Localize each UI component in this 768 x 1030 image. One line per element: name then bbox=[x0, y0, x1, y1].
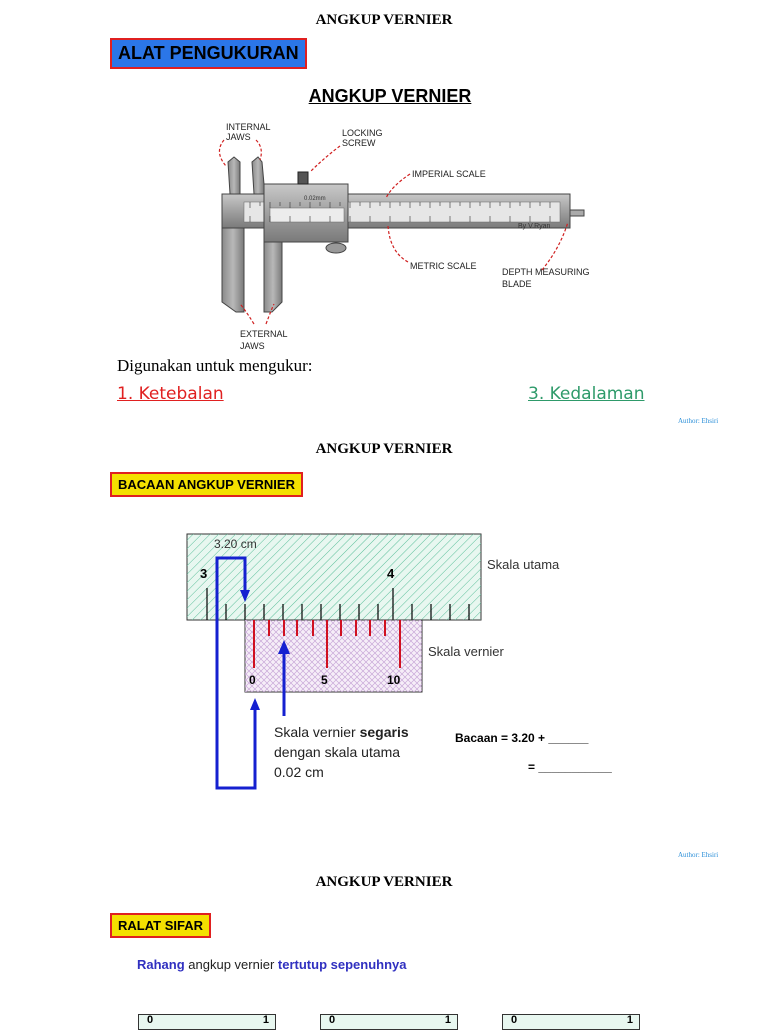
zero-error-panel-3: 0 1 bbox=[502, 1014, 640, 1030]
page1-subtitle: ANGKUP VERNIER bbox=[308, 86, 472, 106]
alignment-note-prefix: Skala vernier bbox=[274, 724, 360, 740]
vernier-scale-label: Skala vernier bbox=[428, 644, 505, 659]
main-scale-label: Skala utama bbox=[487, 557, 560, 572]
vernier-tick-label-0: 0 bbox=[249, 673, 256, 687]
usage-text: Digunakan untuk mengukur: bbox=[117, 356, 313, 375]
alignment-note-bold: segaris bbox=[359, 724, 409, 740]
panel1-zero: 0 bbox=[147, 1014, 154, 1026]
list-item-ketebalan: 1. Ketebalan bbox=[117, 384, 224, 404]
zero-error-panel-2: 0 1 bbox=[320, 1014, 458, 1030]
description-part2: angkup vernier bbox=[184, 957, 278, 972]
panel1-one: 1 bbox=[262, 1014, 269, 1026]
section-label-alat-pengukuran: ALAT PENGUKURAN bbox=[110, 38, 307, 69]
label-locking-screw-2: SCREW bbox=[342, 138, 376, 148]
reading-bracket-arrow bbox=[215, 556, 257, 790]
vernier-tick-label-10: 10 bbox=[387, 673, 401, 687]
ralat-sifar-description: Rahang angkup vernier tertutup sepenuhny… bbox=[137, 957, 406, 972]
section-label-ralat-sifar: RALAT SIFAR bbox=[110, 913, 211, 938]
label-depth-blade-2: BLADE bbox=[502, 279, 532, 289]
vernier-caliper-diagram: By V.Ryan 0.02mm INTERNAL JAWS LOCKING S… bbox=[218, 122, 590, 351]
zero-error-panel-1: 0 1 bbox=[138, 1014, 276, 1030]
label-external-jaws-2: JAWS bbox=[240, 341, 265, 351]
page2-title: ANGKUP VERNIER bbox=[315, 441, 453, 457]
panel2-one: 1 bbox=[444, 1014, 451, 1026]
label-external-jaws-1: EXTERNAL bbox=[240, 329, 288, 339]
alignment-note-line2: dengan skala utama bbox=[274, 744, 401, 760]
page3-title: ANGKUP VERNIER bbox=[315, 874, 453, 890]
reading-formula-line2: = ___________ bbox=[528, 760, 612, 774]
main-reading-label: 3.20 cm bbox=[214, 537, 257, 551]
main-tick-label-4: 4 bbox=[387, 566, 395, 581]
author-credit-2: Author: Ehsiri bbox=[678, 851, 719, 859]
label-internal-jaws-1: INTERNAL bbox=[226, 122, 271, 132]
panel3-one: 1 bbox=[626, 1014, 633, 1026]
panel2-zero: 0 bbox=[329, 1014, 336, 1026]
panel3-zero: 0 bbox=[511, 1014, 518, 1026]
list-item-kedalaman: 3. Kedalaman bbox=[528, 384, 645, 404]
locking-screw bbox=[297, 171, 309, 185]
page1-title: ANGKUP VERNIER bbox=[315, 12, 453, 28]
reading-formula-line1: Bacaan = 3.20 + ______ bbox=[455, 731, 589, 745]
brand-label: By V.Ryan bbox=[518, 223, 551, 230]
label-depth-blade-1: DEPTH MEASURING bbox=[502, 267, 590, 277]
author-credit: Author: Ehsiri bbox=[678, 417, 719, 425]
description-part1: Rahang bbox=[137, 957, 185, 972]
description-part3: tertutup sepenuhnya bbox=[277, 957, 407, 972]
section-label-bacaan: BACAAN ANGKUP VERNIER bbox=[110, 472, 303, 497]
main-tick-label-3: 3 bbox=[200, 566, 207, 581]
label-metric-scale: METRIC SCALE bbox=[410, 261, 477, 271]
alignment-note: Skala vernier segaris dengan skala utama… bbox=[274, 722, 409, 782]
label-imperial-scale: IMPERIAL SCALE bbox=[412, 169, 486, 179]
precision-label: 0.02mm bbox=[304, 196, 326, 202]
alignment-note-line3: 0.02 cm bbox=[274, 764, 324, 780]
reading-arrow-head bbox=[240, 590, 250, 602]
label-internal-jaws-2: JAWS bbox=[226, 132, 251, 142]
vernier-tick-label-5: 5 bbox=[321, 673, 328, 687]
vernier-reading-diagram: 3 4 3.20 cm 0 5 10 Skala utama Skala ver… bbox=[186, 533, 560, 790]
label-locking-screw-1: LOCKING bbox=[342, 128, 383, 138]
